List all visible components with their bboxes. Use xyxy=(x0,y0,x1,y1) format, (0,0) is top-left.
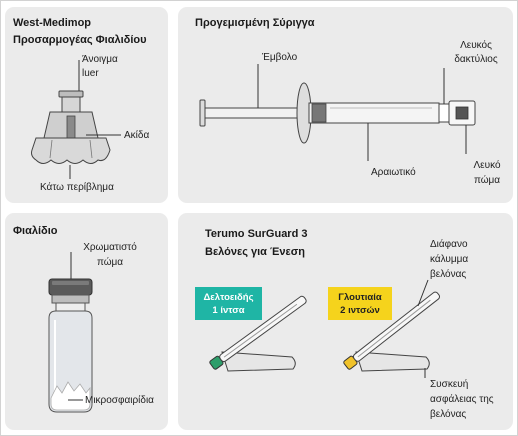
prefilled-syringe-drawing xyxy=(199,64,476,161)
adapter-title-line-1: West-Medimop xyxy=(13,17,92,29)
adapter-title-line-2: Προσαρμογέας Φιαλιδίου xyxy=(13,34,147,46)
adapter-luer-rim xyxy=(58,90,84,98)
safety-device-label-2: ασφάλειας της xyxy=(430,394,494,405)
vial-microspheres xyxy=(50,381,91,411)
deltoid-safety-device xyxy=(221,351,296,372)
luer-opening-label-1: Άνοιγμα xyxy=(82,54,118,65)
deltoid-needle xyxy=(209,295,307,370)
adapter-luer-neck xyxy=(61,96,81,113)
gluteal-safety-device xyxy=(355,351,430,372)
gluteal-badge-line-1: Γλουτιαία xyxy=(338,292,382,303)
adapter-panel xyxy=(5,7,168,203)
needle-cover-label-1: Διάφανο xyxy=(430,239,468,250)
adapter-lower-housing xyxy=(31,137,111,164)
syringe-white-collar xyxy=(438,103,450,123)
deltoid-badge-line-2: 1 ίντσα xyxy=(212,305,245,316)
vial-adapter-drawing xyxy=(31,60,121,179)
syringe-stopper xyxy=(311,103,327,123)
safety-device-label-3: βελόνας xyxy=(430,409,467,420)
white-cap-label-1: Λευκό xyxy=(473,160,501,171)
syringe-thumb-plate xyxy=(199,99,206,127)
plunger-label: Έμβολο xyxy=(262,52,298,63)
needle-title-line-2: Βελόνες για Ένεση xyxy=(205,246,305,258)
vial-crimp xyxy=(51,294,90,304)
gluteal-needle xyxy=(343,291,441,370)
white-collar-label-1: Λευκός xyxy=(460,40,492,51)
diluent-label: Αραιωτικό xyxy=(371,167,416,178)
deltoid-badge: Δελτοειδής 1 ίντσα xyxy=(195,287,262,320)
needle-title-line-1: Terumo SurGuard 3 xyxy=(205,228,308,240)
needle-cover-label-3: βελόνας xyxy=(430,269,467,280)
needles-drawing xyxy=(209,279,441,378)
syringe-title: Προγεμισμένη Σύριγγα xyxy=(195,17,315,29)
vial-neck xyxy=(55,302,86,312)
vial-drawing xyxy=(48,252,93,413)
leader-needle-cover xyxy=(417,279,429,307)
spike-label: Ακίδα xyxy=(124,130,150,141)
gluteal-badge-line-2: 2 ιντσών xyxy=(340,305,380,316)
luer-opening-label-2: luer xyxy=(82,68,99,79)
vial-title: Φιαλίδιο xyxy=(13,225,58,237)
syringe-barrel xyxy=(308,102,440,124)
deltoid-badge-line-1: Δελτοειδής xyxy=(203,292,254,303)
needle-cover-label-2: κάλυμμα xyxy=(430,254,469,265)
white-collar-label-2: δακτύλιος xyxy=(454,54,498,65)
lower-housing-label: Κάτω περίβλημα xyxy=(40,182,114,193)
gluteal-badge: Γλουτιαία 2 ιντσών xyxy=(328,287,392,320)
colored-cap-label-2: πώμα xyxy=(96,257,124,268)
microspheres-label: Μικροσφαιρίδια xyxy=(85,395,154,406)
white-cap-label-2: πώμα xyxy=(473,175,501,186)
syringe-plunger-rod xyxy=(204,107,302,119)
colored-cap-label-1: Χρωματιστό xyxy=(83,242,137,253)
needle-panel xyxy=(178,213,513,430)
safety-device-label-1: Συσκευή xyxy=(430,379,469,390)
